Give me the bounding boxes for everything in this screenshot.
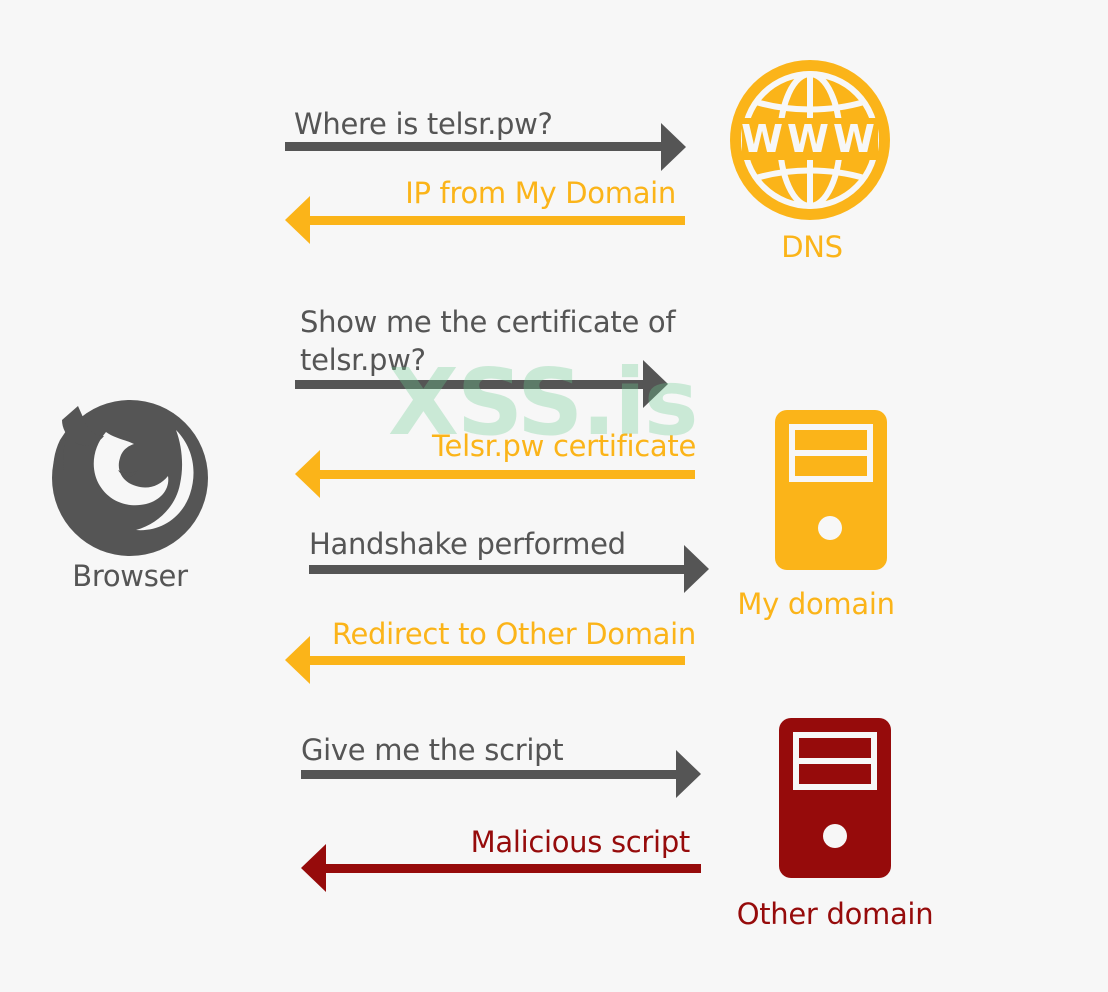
arrow-left-4	[295, 450, 695, 498]
arrow-right-5	[309, 545, 709, 593]
server-icon	[775, 410, 887, 570]
watermark: XSS.is	[388, 349, 699, 456]
message-label-6: Redirect to Other Domain	[331, 617, 696, 651]
my-domain-label: My domain	[737, 587, 895, 621]
message-label-1: Where is telsr.pw?	[294, 107, 553, 141]
globe-www-icon: WWW	[730, 60, 890, 220]
message-label-2: IP from My Domain	[405, 176, 676, 210]
browser-label: Browser	[72, 559, 188, 593]
arrow-left-2	[285, 196, 685, 244]
message-label-5: Handshake performed	[309, 527, 626, 561]
arrow-left-6	[285, 636, 685, 684]
message-label-4: Telsr.pw certificate	[432, 429, 696, 463]
server-icon	[779, 718, 891, 878]
firefox-icon	[52, 400, 208, 556]
message-label-3: Show me the certificate of	[300, 305, 676, 339]
message-label-3-line2: telsr.pw?	[300, 343, 426, 377]
arrow-right-3	[295, 360, 668, 408]
message-label-7: Give me the script	[301, 733, 564, 767]
dns-label: DNS	[781, 230, 843, 264]
message-label-8: Malicious script	[470, 825, 691, 859]
other-domain-label: Other domain	[736, 897, 934, 931]
arrow-right-7	[301, 750, 701, 798]
arrow-right-1	[285, 123, 686, 171]
globe-www-text: WWW	[741, 117, 879, 161]
arrow-left-8	[301, 844, 701, 892]
